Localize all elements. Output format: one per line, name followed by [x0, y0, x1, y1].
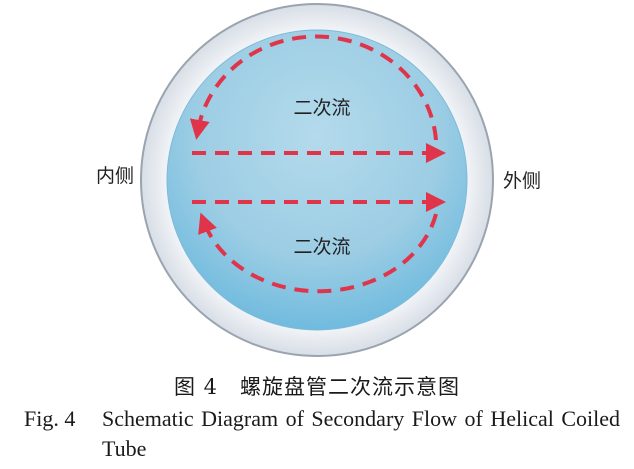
lower-flow-label: 二次流: [293, 236, 350, 258]
caption-cn-figure-number: 图 4: [173, 375, 219, 399]
lower-circulation-arrow: [198, 212, 438, 294]
inner-side-label: 内侧: [96, 165, 134, 187]
upper-flow-label: 二次流: [293, 97, 350, 119]
upper-circulation-arrow: [189, 34, 438, 141]
caption-chinese: 图 4 螺旋盘管二次流示意图: [0, 371, 634, 401]
caption-en-figure-number: Fig. 4: [24, 406, 76, 431]
outer-side-label: 外侧: [503, 170, 541, 192]
caption-en-title: Schematic Diagram of Secondary Flow of H…: [102, 406, 620, 461]
caption-english: Fig. 4 Schematic Diagram of Secondary Fl…: [24, 404, 620, 464]
caption-cn-title: 螺旋盘管二次流示意图: [240, 375, 461, 399]
fluid-cross-section: [166, 29, 468, 331]
